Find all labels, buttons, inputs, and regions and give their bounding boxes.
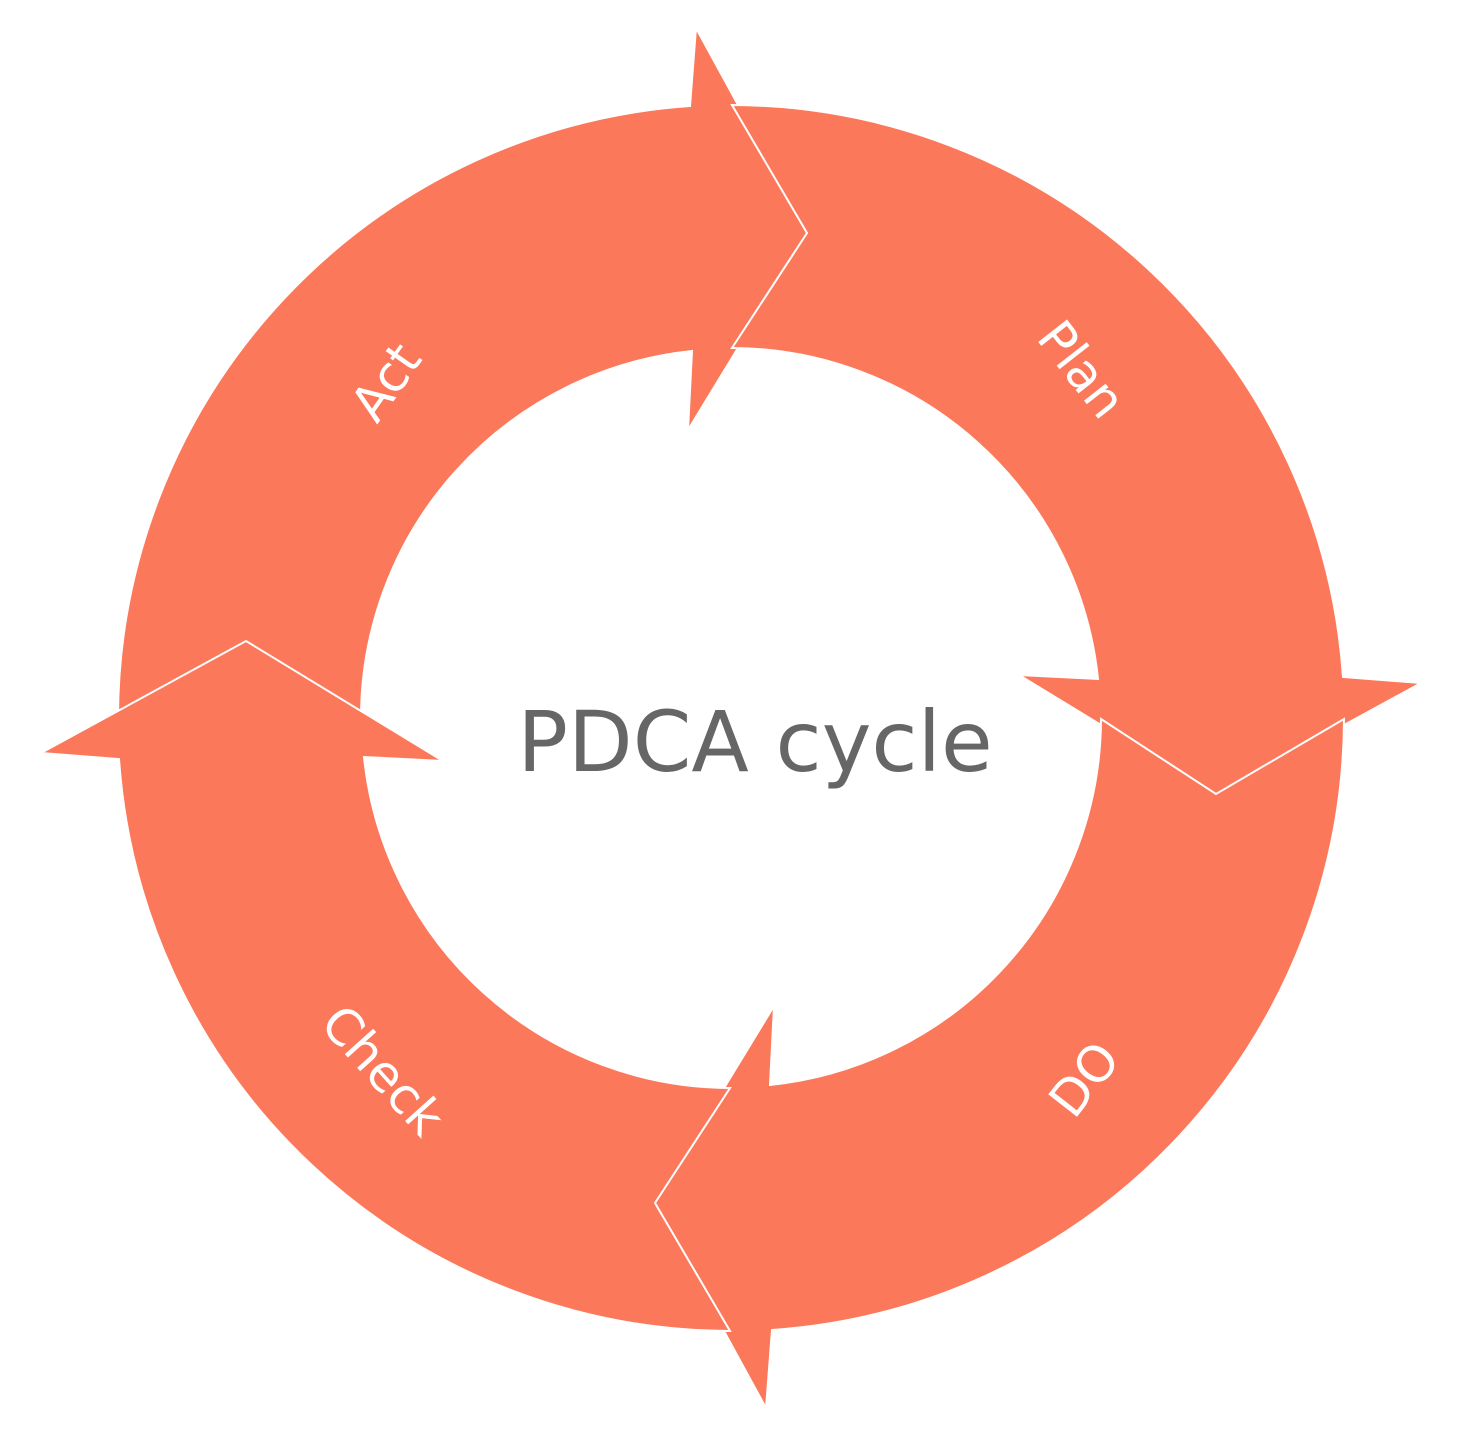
diagram-title: PDCA cycle [517, 693, 992, 791]
segment-do-arrow [653, 718, 1345, 1409]
segment-act-arrow [117, 27, 809, 718]
segment-plan-arrow [731, 104, 1422, 796]
